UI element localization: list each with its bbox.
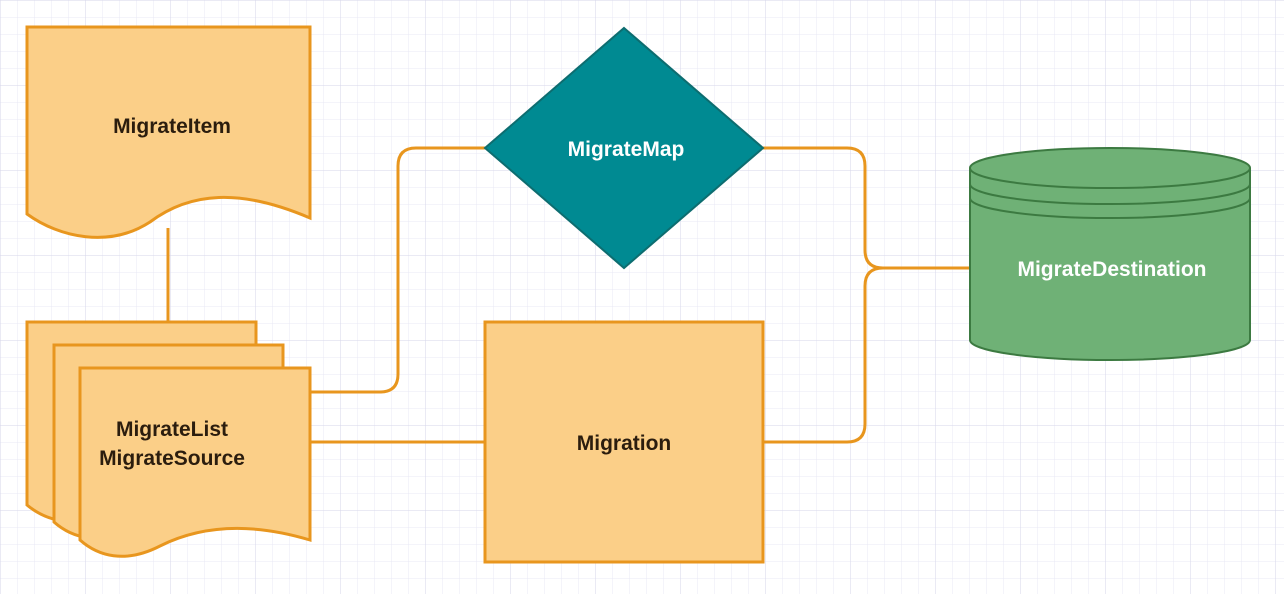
connectors xyxy=(166,146,970,444)
connector-migration-to-destination xyxy=(763,266,884,444)
connector-map-to-destination xyxy=(763,146,970,270)
migrate-list-label: MigrateList xyxy=(116,418,228,441)
migrate-destination-label: MigrateDestination xyxy=(1017,258,1206,281)
migrate-map-label: MigrateMap xyxy=(568,138,685,161)
migrate-item-node[interactable]: MigrateItem xyxy=(25,25,312,239)
migrate-list-node[interactable]: MigrateList MigrateSource xyxy=(25,320,312,558)
migrate-item-label: MigrateItem xyxy=(113,115,231,138)
migrate-destination-ring-1 xyxy=(969,183,1251,205)
migration-label: Migration xyxy=(577,432,672,455)
connector-list-to-map xyxy=(311,146,485,394)
migrate-destination-node[interactable]: MigrateDestination xyxy=(969,147,1251,361)
migrate-destination-top xyxy=(969,147,1251,189)
migrate-map-shape xyxy=(483,26,765,270)
migrate-item-shape xyxy=(25,25,312,239)
migrate-list-front-page xyxy=(78,366,312,558)
migrate-source-label: MigrateSource xyxy=(99,447,245,470)
migration-node[interactable]: Migration xyxy=(483,320,765,564)
migration-shape xyxy=(483,320,765,564)
migrate-destination-ring-2 xyxy=(969,197,1251,219)
migrate-map-node[interactable]: MigrateMap xyxy=(483,26,765,270)
